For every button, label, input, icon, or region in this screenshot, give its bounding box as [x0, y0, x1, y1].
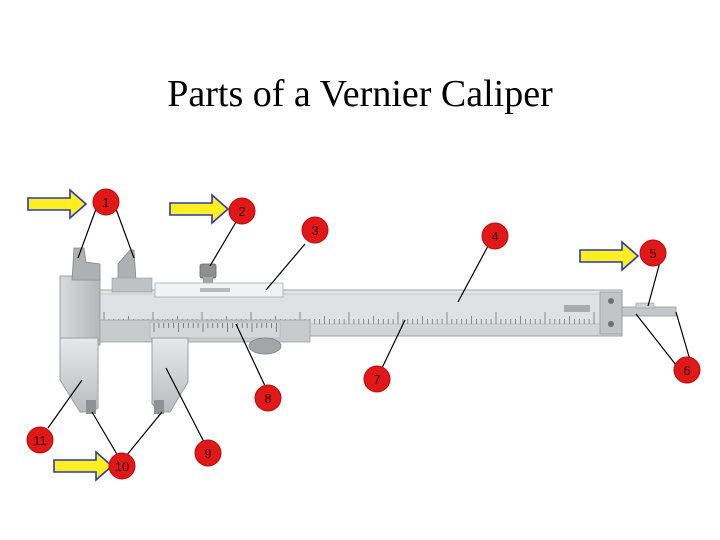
arrow-right-icon	[579, 240, 640, 272]
callout-2-label: 2	[238, 204, 245, 219]
callout-7: 7	[363, 365, 391, 393]
callout-8-label: 8	[264, 391, 271, 406]
callout-4-label: 4	[491, 229, 498, 244]
callout-9-label: 9	[204, 446, 211, 461]
callout-5: 5	[639, 239, 667, 267]
inside-jaw-fixed	[71, 247, 101, 281]
callouts: 1 2 3 4 5 6 7 8	[26, 188, 701, 480]
callout-6-label: 6	[683, 363, 690, 378]
caliper-body	[59, 247, 677, 414]
callout-5-label: 5	[649, 246, 656, 261]
leader-lines	[47, 208, 691, 457]
clamp-screw	[199, 263, 217, 279]
callout-3-label: 3	[311, 223, 318, 238]
callout-1-label: 1	[102, 195, 109, 210]
callout-3: 3	[301, 216, 329, 244]
callout-10: 10	[108, 452, 136, 480]
thumb-wheel	[248, 337, 282, 355]
callout-11-label: 11	[33, 433, 47, 448]
callout-8: 8	[254, 384, 282, 412]
callout-6: 6	[673, 356, 701, 384]
callout-2: 2	[228, 197, 256, 225]
callout-11: 11	[26, 426, 54, 454]
callout-10-label: 10	[115, 459, 129, 474]
arrow-right-icon	[169, 193, 230, 225]
arrow-right-icon	[27, 188, 88, 220]
fixed-jaw-body	[59, 275, 101, 346]
vernier-scale	[149, 321, 281, 339]
callout-9: 9	[194, 439, 222, 467]
highlight-arrows	[27, 188, 640, 482]
slide-title: Parts of a Vernier Caliper	[167, 73, 553, 115]
callout-7-label: 7	[373, 372, 380, 387]
callout-4: 4	[481, 222, 509, 250]
callout-1: 1	[92, 188, 120, 216]
inside-jaw-moving	[117, 249, 137, 281]
arrow-right-icon	[53, 450, 114, 482]
